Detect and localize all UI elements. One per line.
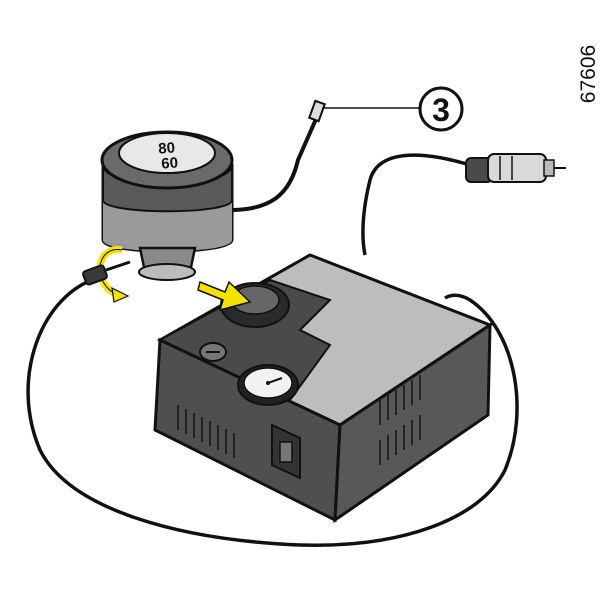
power-switch-icon[interactable] [271, 423, 301, 480]
pressure-gauge-icon [237, 364, 299, 406]
hose-tip [307, 99, 327, 123]
power-cable [361, 153, 471, 256]
figure-reference-id: 67606 [577, 44, 600, 104]
insert-arrow [197, 280, 252, 312]
cap-connector [138, 246, 197, 281]
loop-cable [26, 278, 519, 547]
cap-label-bottom: 60 [161, 154, 179, 172]
cap-label-top: 80 [158, 139, 176, 157]
side-vents [379, 375, 421, 465]
cap-hose [229, 109, 322, 212]
valve-connector-icon [82, 260, 131, 286]
deflate-button-icon[interactable] [199, 342, 227, 362]
sealant-cap: 80 60 [100, 130, 234, 253]
callout-3: 3 [418, 86, 464, 132]
cigarette-lighter-plug-icon [465, 153, 566, 183]
callout-number: 3 [432, 92, 450, 128]
front-vents [177, 405, 235, 458]
